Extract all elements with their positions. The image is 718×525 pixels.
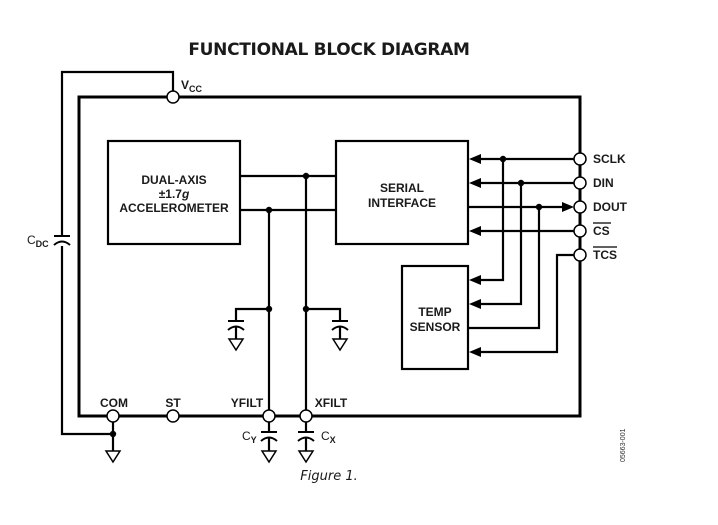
serial-bus-wires <box>468 154 574 357</box>
internal-y-capacitor <box>227 305 273 352</box>
ground-icon <box>104 450 122 464</box>
vcc-supply-wire <box>60 70 175 236</box>
serial-interface-label-line2: INTERFACE <box>368 196 436 210</box>
accelerometer-label-line3: ACCELEROMETER <box>119 201 229 215</box>
accelerometer-block: DUAL-AXIS ±1.7g ACCELEROMETER <box>106 139 242 246</box>
sclk-temp-wire <box>478 159 505 282</box>
bottom-pins: COM ST YFILT XFILT <box>100 396 348 423</box>
cdc-return-wire <box>60 246 113 436</box>
dout-pin[interactable] <box>573 200 587 214</box>
tcs-label: TCS <box>593 248 617 262</box>
temp-sensor-block: TEMP SENSOR <box>400 264 470 371</box>
cy-label: CY <box>242 429 257 445</box>
tcs-pin[interactable] <box>573 248 587 262</box>
temp-dout-wire <box>468 207 541 330</box>
ground-icon <box>331 338 349 352</box>
st-pin[interactable] <box>166 409 180 423</box>
yfilt-label: YFILT <box>231 396 264 410</box>
com-pin[interactable] <box>106 409 120 423</box>
accelerometer-label-line1: DUAL-AXIS <box>141 173 206 187</box>
cdc-label: CDC <box>27 233 49 249</box>
ground-icon <box>260 450 278 464</box>
accelerometer-label-line2: ±1.7g <box>159 187 190 201</box>
accel-to-serial-wires <box>240 172 336 410</box>
cs-label: CS <box>593 224 610 238</box>
dout-arrow-icon <box>562 202 574 212</box>
din-arrow-icon <box>469 178 481 188</box>
cs-pin[interactable] <box>573 224 587 238</box>
serial-interface-label-line1: SERIAL <box>380 181 424 195</box>
dout-label: DOUT <box>593 200 628 214</box>
yfilt-pin[interactable] <box>262 409 276 423</box>
serial-interface-block: SERIAL INTERFACE <box>334 139 470 246</box>
ground-icon <box>227 338 245 352</box>
com-label: COM <box>100 396 128 410</box>
cs-arrow-icon <box>469 226 481 236</box>
sclk-pin[interactable] <box>573 152 587 166</box>
internal-x-capacitor <box>302 305 349 352</box>
st-label: ST <box>165 396 181 410</box>
sclk-label: SCLK <box>593 152 626 166</box>
cx-label: CX <box>321 429 336 445</box>
xfilt-label: XFILT <box>315 396 348 410</box>
xfilt-pin[interactable] <box>299 409 313 423</box>
vcc-pin[interactable] <box>166 90 180 104</box>
din-pin[interactable] <box>573 176 587 190</box>
din-label: DIN <box>593 176 614 190</box>
sclk-arrow-icon <box>469 154 481 164</box>
temp-sensor-label-line1: TEMP <box>418 305 451 319</box>
cx-capacitor: CX <box>297 422 336 464</box>
din-temp-wire <box>478 183 523 306</box>
vcc-cdc-loop: CDC <box>27 70 175 436</box>
right-pins: SCLK DIN DOUT CS TCS <box>573 152 628 262</box>
document-code: 05663-001 <box>620 428 627 462</box>
temp-sensor-label-line2: SENSOR <box>410 320 461 334</box>
cy-capacitor: CY <box>242 422 278 464</box>
diagram-title: FUNCTIONAL BLOCK DIAGRAM <box>188 40 469 60</box>
figure-caption: Figure 1. <box>300 469 357 484</box>
cdc-capacitor <box>53 235 71 246</box>
ground-icon <box>297 450 315 464</box>
vcc-label: VCC <box>181 78 203 94</box>
tcs-wire <box>478 253 574 354</box>
com-ground <box>104 422 122 464</box>
